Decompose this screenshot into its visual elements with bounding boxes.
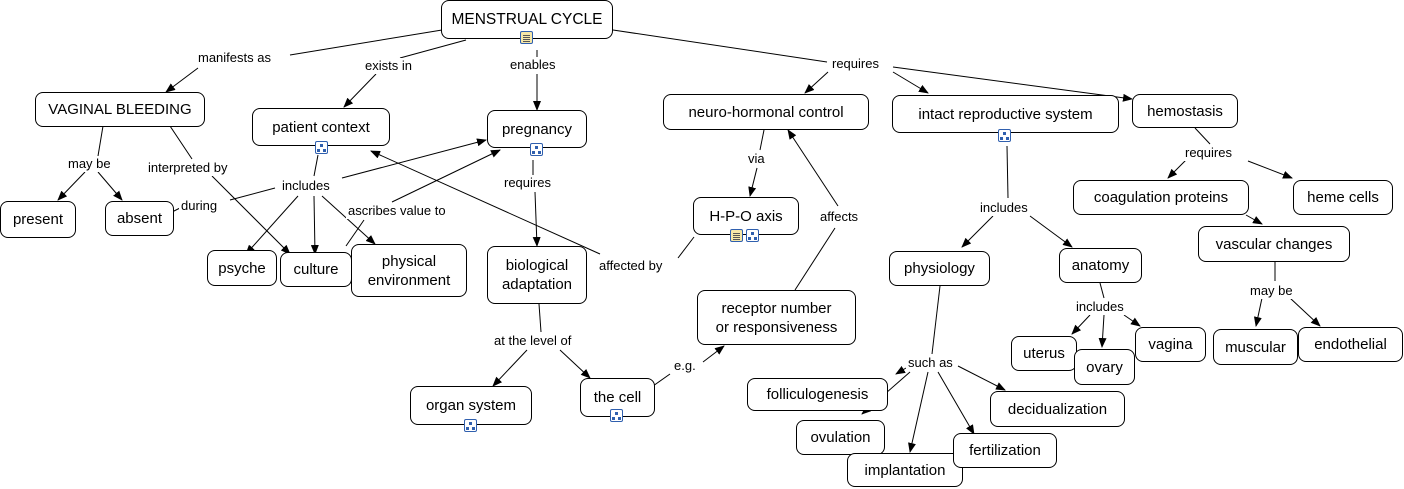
link-label-exists-in: exists in <box>363 58 414 74</box>
node-pregnancy[interactable]: pregnancy <box>487 110 587 148</box>
concept-map-icon[interactable] <box>315 141 328 154</box>
concept-map-icon[interactable] <box>746 229 759 242</box>
concept-map-icon[interactable] <box>530 143 543 156</box>
node-ovary[interactable]: ovary <box>1074 349 1135 385</box>
link-label-via: via <box>746 151 767 167</box>
node-neuro-hormonal-control[interactable]: neuro-hormonal control <box>663 94 869 130</box>
link-label-eg: e.g. <box>672 358 698 374</box>
node-physical-environment[interactable]: physical environment <box>351 244 467 297</box>
link-label-affects: affects <box>818 209 861 225</box>
link-label-interpreted-by: interpreted by <box>146 160 230 176</box>
link-label-requires: requires <box>1183 145 1234 161</box>
node-uterus[interactable]: uterus <box>1011 336 1077 371</box>
node-vaginal-bleeding[interactable]: VAGINAL BLEEDING <box>35 92 205 127</box>
node-folliculogenesis[interactable]: folliculogenesis <box>747 378 888 411</box>
node-endothelial[interactable]: endothelial <box>1298 327 1403 362</box>
link-label-during: during <box>179 198 220 214</box>
node-decidualization[interactable]: decidualization <box>990 391 1125 427</box>
document-icon[interactable] <box>730 229 743 242</box>
link-label-such-as: such as <box>906 355 955 371</box>
link-label-includes: includes <box>280 178 332 194</box>
concept-map-icon[interactable] <box>464 419 477 432</box>
node-physiology[interactable]: physiology <box>889 251 990 286</box>
concept-map-icon[interactable] <box>998 129 1011 142</box>
link-label-requires: requires <box>502 175 553 191</box>
link-label-ascribes-value-to: ascribes value to <box>346 203 448 219</box>
link-label-affected-by: affected by <box>597 258 665 274</box>
link-label-at-the-level-of: at the level of <box>492 333 574 349</box>
link-label-may-be: may be <box>66 156 113 172</box>
concept-map-icon[interactable] <box>610 409 623 422</box>
node-absent[interactable]: absent <box>105 201 174 236</box>
node-fertilization[interactable]: fertilization <box>953 433 1057 468</box>
document-icon[interactable] <box>520 31 533 44</box>
node-coagulation-proteins[interactable]: coagulation proteins <box>1073 180 1249 215</box>
node-biological-adaptation[interactable]: biological adaptation <box>487 246 587 304</box>
node-implantation[interactable]: implantation <box>847 453 963 487</box>
link-label-manifests-as: manifests as <box>196 50 273 66</box>
node-receptor-number[interactable]: receptor number or responsiveness <box>697 290 856 345</box>
node-anatomy[interactable]: anatomy <box>1059 248 1142 283</box>
link-label-requires: requires <box>830 56 881 72</box>
node-heme-cells[interactable]: heme cells <box>1293 180 1393 215</box>
link-label-includes: includes <box>1074 299 1126 315</box>
link-label-may-be: may be <box>1248 283 1295 299</box>
node-hemostasis[interactable]: hemostasis <box>1132 94 1238 128</box>
node-intact-reproductive-system[interactable]: intact reproductive system <box>892 95 1119 133</box>
node-culture[interactable]: culture <box>280 252 352 287</box>
node-present[interactable]: present <box>0 201 76 238</box>
node-vascular-changes[interactable]: vascular changes <box>1198 226 1350 262</box>
node-vagina[interactable]: vagina <box>1135 327 1206 362</box>
node-psyche[interactable]: psyche <box>207 250 277 286</box>
link-label-enables: enables <box>508 57 558 73</box>
node-ovulation[interactable]: ovulation <box>796 420 885 455</box>
node-muscular[interactable]: muscular <box>1213 329 1298 365</box>
link-label-includes: includes <box>978 200 1030 216</box>
